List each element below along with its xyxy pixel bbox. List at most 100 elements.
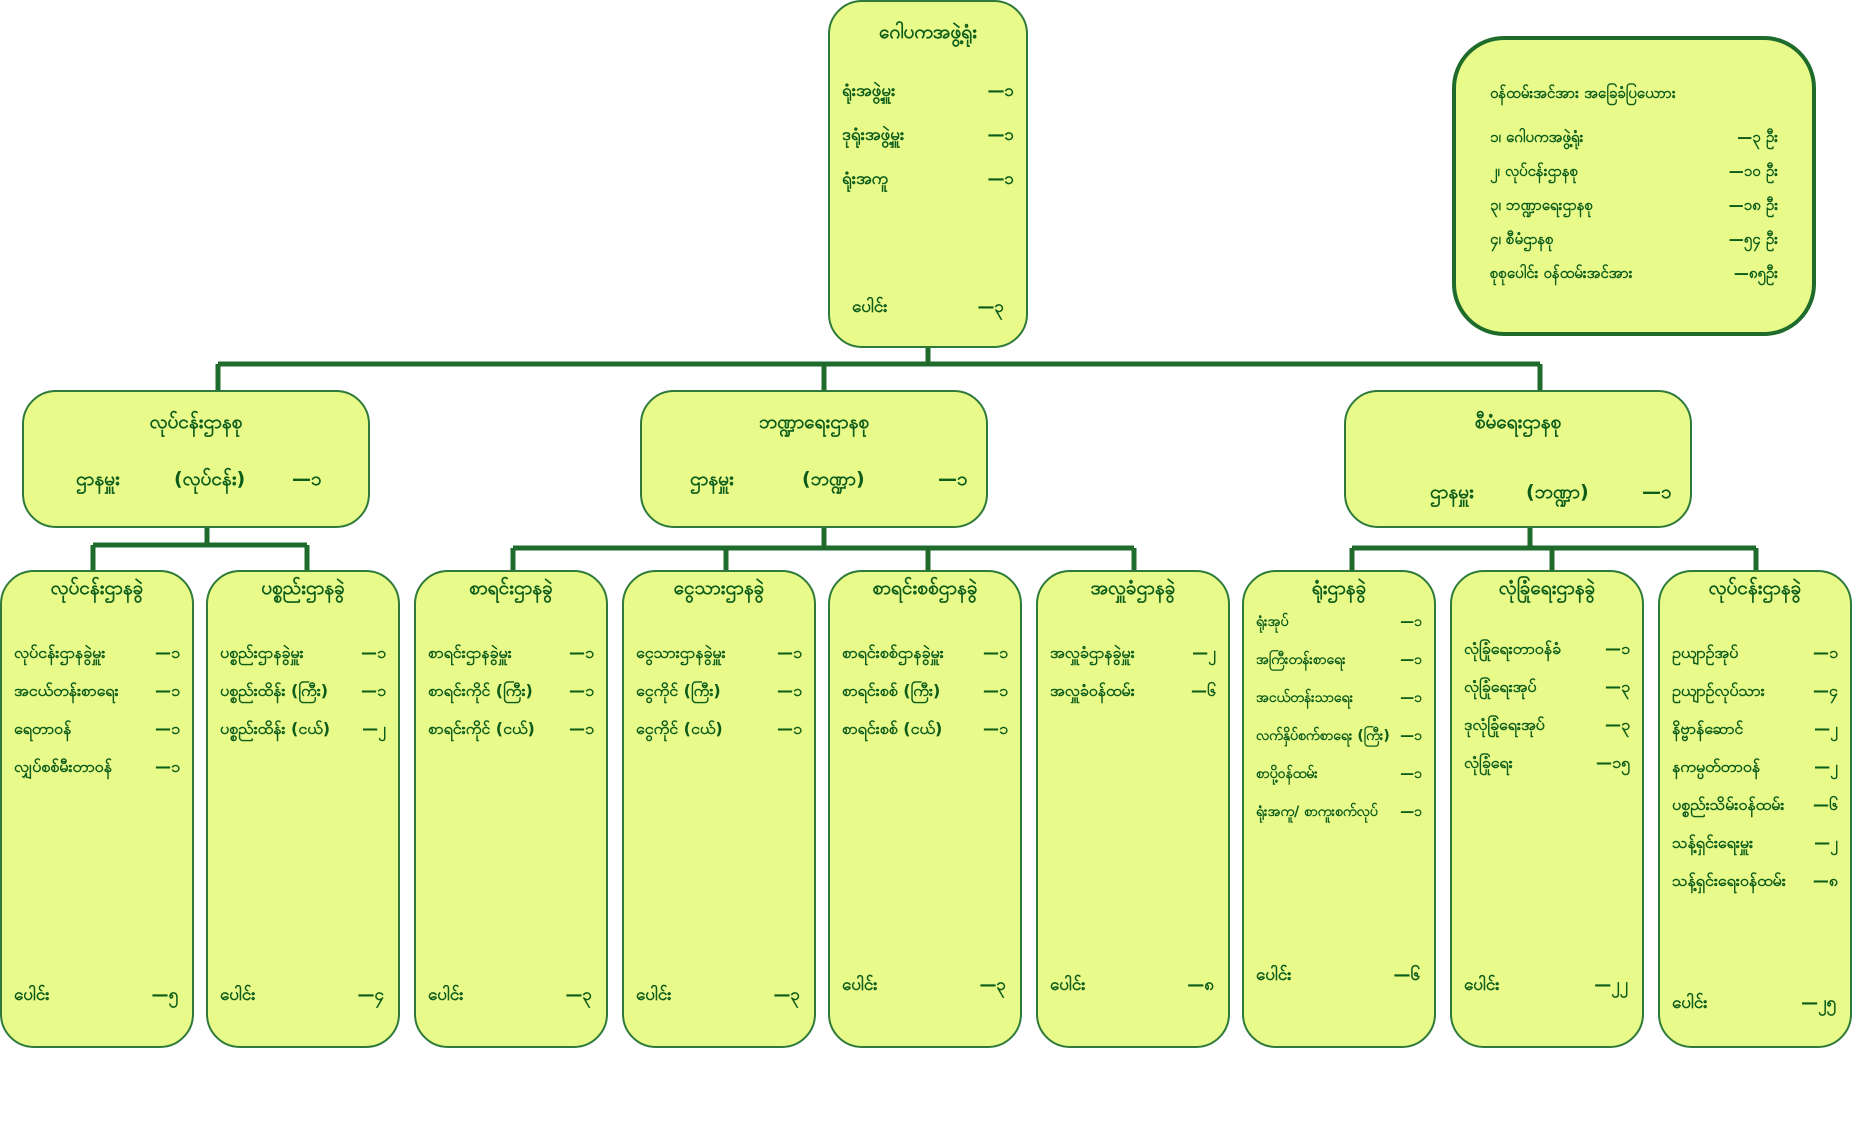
section-title: လုပ်ငန်းဌာနခွဲ	[50, 577, 144, 599]
total-label: ပေါင်း	[842, 975, 878, 995]
group-head-value: —၁	[938, 468, 968, 490]
row-label: ပစ္စည်းဌာနခွဲမှူး	[220, 643, 304, 662]
total-value: —၄	[357, 985, 384, 1005]
row-label: လက်နှိပ်စက်စာရေး (ကြီး)	[1256, 728, 1390, 744]
legend-row-5: စုစုပေါင်း ဝန်ထမ်းအင်အား —၈၅ဦး	[1490, 264, 1778, 286]
row-value: —၁	[777, 643, 802, 662]
total-value: —၃	[565, 985, 592, 1005]
row-value: —၁	[155, 681, 180, 700]
row-value: —၁	[1400, 690, 1422, 706]
row-value: —၁	[1605, 639, 1630, 658]
row-label: သန့်ရှင်းရေးဝန်ထမ်း	[1672, 871, 1786, 890]
row-value: —၂	[1192, 643, 1216, 662]
row-value: —၁	[1400, 766, 1422, 782]
section-total: ပေါင်း—၄	[220, 984, 384, 1009]
row-value: —၂	[1814, 757, 1838, 776]
row-value: —၁	[987, 81, 1014, 101]
legend-label: ၁၊ ဂေါပကအဖွဲ့ရုံး	[1490, 128, 1584, 146]
row-label: စာရင်းကိုင် (ငယ်)	[428, 719, 535, 738]
row-label: ရုံးအဖွဲ့မှူး	[842, 81, 896, 101]
total-value: —၆	[1393, 965, 1420, 985]
legend-value: —၁၀ ဦး	[1728, 162, 1778, 180]
section-box-8: လုံခြုံရေးဌာနခွဲလုံခြုံရေးတာဝန်ခံ—၁လုံခြ…	[1450, 570, 1644, 1048]
row-label: ဥယျာဉ်အုပ်	[1672, 643, 1739, 662]
row-value: —၁	[777, 719, 802, 738]
section-total: ပေါင်း—၂၂	[1464, 974, 1628, 999]
row-label: ပစ္စည်းထိန်း (ကြီး)	[220, 681, 329, 700]
row-label: ငွေသားဌာနခွဲမှူး	[636, 643, 726, 662]
total-value: —၃	[773, 985, 800, 1005]
row-value: —၁	[983, 719, 1008, 738]
row-value: —၁	[983, 681, 1008, 700]
section-title: စာရင်းဌာနခွဲ	[469, 577, 553, 599]
section-total: ပေါင်း—၈	[1050, 974, 1214, 999]
row-label: ဒုလုံခြုံရေးအုပ်	[1464, 715, 1545, 734]
legend-row-4: ၄၊ စီမံဌာနစု —၅၄ ဦး	[1490, 230, 1778, 252]
staff-strength-legend: ဝန်ထမ်းအင်အား အခြေခံပြယောား ၁၊ ဂေါပကအဖွဲ…	[1452, 36, 1816, 336]
group-head-value: —၁	[1642, 481, 1672, 503]
row-value: —၁	[777, 681, 802, 700]
legend-row-1: ၁၊ ဂေါပကအဖွဲ့ရုံး —၃ ဦး	[1490, 128, 1778, 150]
section-total: ပေါင်း—၃	[428, 984, 592, 1009]
group-box-administration: စီမံရေးဌာနစု ဌာနမှူး (ဘဏ္ဍာ) —၁	[1344, 390, 1692, 528]
section-box-4: ငွေသားဌာနခွဲငွေသားဌာနခွဲမှူး—၁ငွေကိုင် (…	[622, 570, 816, 1048]
row-value: —၁	[361, 681, 386, 700]
legend-row-2: ၂၊ လုပ်ငန်းဌာနစု —၁၀ ဦး	[1490, 162, 1778, 184]
section-box-9: လုပ်ငန်းဌာနခွဲဥယျာဉ်အုပ်—၁ဥယျာဉ်လုပ်သား—…	[1658, 570, 1852, 1048]
group-head-role: (ဘဏ္ဍာ)	[802, 468, 865, 490]
section-total: ပေါင်း —၅	[14, 984, 178, 1009]
row-label: နိဗ္ဗာန်ဆောင်	[1672, 719, 1744, 738]
row-label: ရုံးအကူ	[842, 169, 889, 189]
row-label: ပစ္စည်းသိမ်းဝန်ထမ်း	[1672, 795, 1785, 814]
row-label: စာရင်းစစ်ဌာနခွဲမှူး	[842, 643, 944, 662]
head-office-total: ပေါင်း —၃	[852, 296, 1004, 321]
total-label: ပေါင်း	[1464, 975, 1500, 995]
legend-row-3: ၃၊ ဘဏ္ဍာရေးဌာနစု —၁၈ ဦး	[1490, 196, 1778, 218]
row-value: —၂	[362, 719, 386, 738]
row-label: စာရင်းစစ် (ငယ်)	[842, 719, 943, 738]
total-value: —၅	[151, 985, 178, 1005]
group-head-label: ဌာနမှူး	[690, 468, 734, 490]
row-value: —၁	[155, 719, 180, 738]
section-title: လုပ်ငန်းဌာနခွဲ	[1708, 577, 1802, 599]
row-label: လုံခြုံရေးအုပ်	[1464, 677, 1537, 696]
head-office-title: ဂေါပကအဖွဲ့ရုံး	[879, 21, 977, 43]
group-title: စီမံရေးဌာနစု	[1474, 411, 1562, 433]
section-title: ပစ္စည်းဌာနခွဲ	[261, 577, 345, 599]
group-box-finance: ဘဏ္ဍာရေးဌာနစု ဌာနမှူး (ဘဏ္ဍာ) —၁	[640, 390, 988, 528]
group-box-operations: လုပ်ငန်းဌာနစု ဌာနမှူး (လုပ်ငန်း) —၁	[22, 390, 370, 528]
legend-label: စုစုပေါင်း ဝန်ထမ်းအင်အား	[1490, 264, 1633, 282]
legend-value: —၅၄ ဦး	[1728, 230, 1778, 248]
section-title: ရုံးဌာနခွဲ	[1311, 577, 1367, 599]
row-label: ပစ္စည်းထိန်း (ငယ်)	[220, 719, 331, 738]
row-value: —၈	[1812, 871, 1838, 890]
row-label: စာရင်းကိုင် (ကြီး)	[428, 681, 533, 700]
legend-title: ဝန်ထမ်းအင်အား အခြေခံပြယောား	[1490, 84, 1676, 102]
total-label: ပေါင်း	[1672, 993, 1708, 1013]
group-title: လုပ်ငန်းဌာနစု	[149, 411, 243, 433]
section-title: လုံခြုံရေးဌာနခွဲ	[1498, 577, 1596, 599]
row-label: ရုံးအုပ်	[1256, 614, 1289, 630]
row-label: စာရင်းစစ် (ကြီး)	[842, 681, 941, 700]
section-box-1: လုပ်ငန်းဌာနခွဲလုပ်ငန်းဌာနခွဲမှူး—၁အငယ်တန…	[0, 570, 194, 1048]
legend-value: —၈၅ဦး	[1733, 264, 1778, 282]
row-value: —၁	[1400, 804, 1422, 820]
row-label: ငွေကိုင် (ကြီး)	[636, 681, 721, 700]
row-value: —၁	[155, 643, 180, 662]
legend-value: —၃ ဦး	[1737, 128, 1778, 146]
total-label: ပေါင်း	[1050, 975, 1086, 995]
group-head-label: ဌာနမှူး	[1430, 481, 1474, 503]
row-label: စာပို့ဝန်ထမ်း	[1256, 766, 1318, 782]
total-label: ပေါင်း	[1256, 965, 1292, 985]
legend-label: ၄၊ စီမံဌာနစု	[1490, 230, 1554, 248]
head-office-box: ဂေါပကအဖွဲ့ရုံး ရုံးအဖွဲ့မှူး —၁ ဒုရုံးအဖ…	[828, 0, 1028, 348]
row-value: —၁	[983, 643, 1008, 662]
total-label: ပေါင်း	[14, 985, 50, 1005]
row-label: အငယ်တန်းစာရေး	[14, 681, 119, 700]
row-value: —၁	[1400, 652, 1422, 668]
row-label: လုံခြုံရေး	[1464, 753, 1513, 772]
group-head-label: ဌာနမှူး	[76, 468, 120, 490]
group-head-role: (ဘဏ္ဍာ)	[1526, 481, 1589, 503]
row-value: —၁	[1813, 643, 1838, 662]
section-total: ပေါင်း—၃	[636, 984, 800, 1009]
